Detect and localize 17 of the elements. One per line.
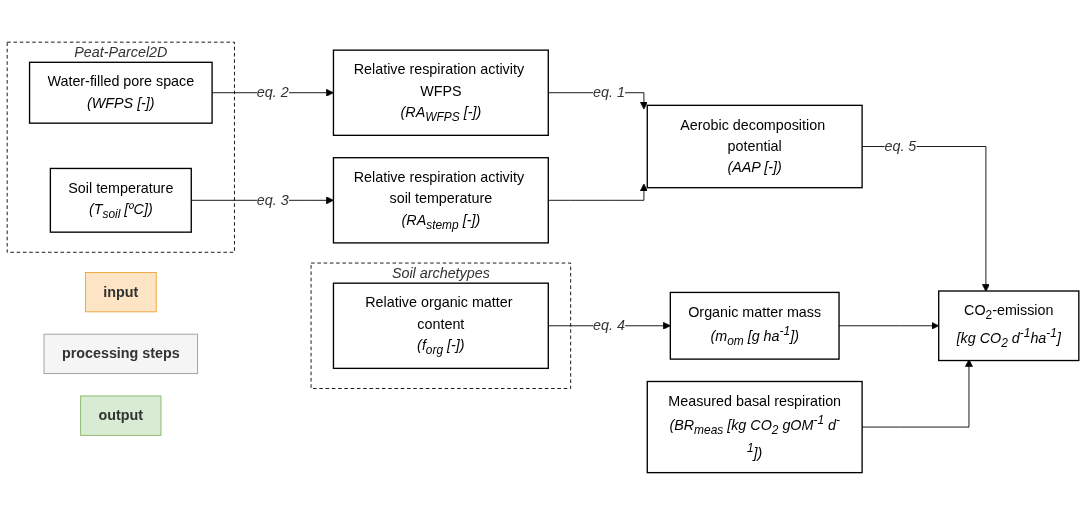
edge-label: eq. 4: [593, 317, 625, 334]
node-box: Aerobic decomposition potential (AAP [-]): [646, 104, 863, 189]
edge-label: eq. 1: [593, 84, 625, 100]
node-box: Organic matter mass (m$_{om}$ [g ha$^{-1}$]): [669, 291, 840, 360]
node-box: Soil temperature (T$_{soil}$ [ºC]): [49, 167, 192, 233]
edge-label: eq. 2: [256, 84, 289, 100]
node-box: Water-filled pore space (WFPS [-]): [28, 61, 213, 124]
node-box: CO$_{2}$-emission [kg CO$_{2}$ d$^{-1}$ha$^{-1}$]: [938, 290, 1080, 362]
node-box: Relative respiration activity WFPS (RA$_{WFPS}$ [-]): [332, 49, 549, 137]
node-box: Measured basal respiration (BR$_{meas}$ [kg CO$_{2}$ gOM$^{-1}$ d$^{-}$$^{1}$]): [646, 380, 863, 474]
edge-label: eq. 5: [884, 138, 917, 154]
node-box: Relative organic matter content (f$_{org}$ [-]): [332, 282, 549, 370]
node-box: Relative respiration activity soil temperature (RA$_{stemp}$ [-]): [332, 157, 549, 244]
node-box: input: [84, 272, 157, 313]
node-box: processing steps: [43, 333, 199, 375]
edge-label: eq. 3: [256, 192, 289, 208]
node-box: output: [80, 395, 162, 436]
